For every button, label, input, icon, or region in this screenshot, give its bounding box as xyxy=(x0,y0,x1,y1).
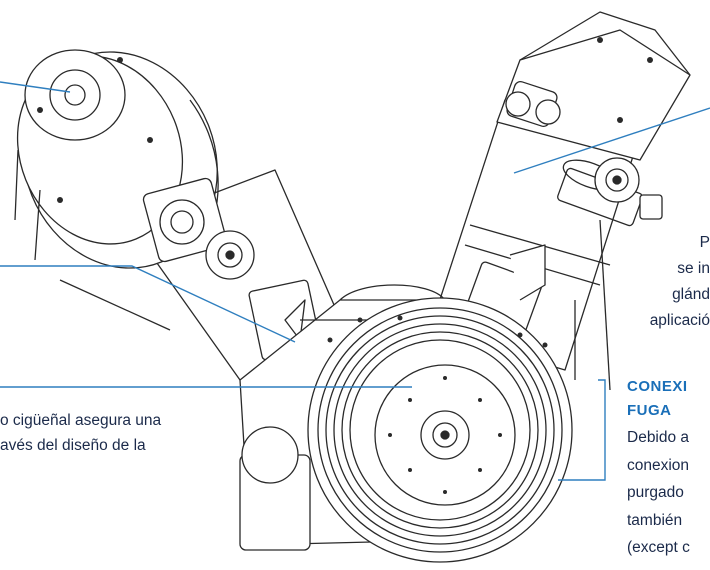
leak-heading-line2: FUGA xyxy=(627,402,672,419)
pulley xyxy=(307,297,573,563)
callout-line-body xyxy=(0,265,296,343)
leak-body-line3: purgado xyxy=(627,484,684,501)
left-cylinder xyxy=(14,49,346,381)
callout-line-right xyxy=(513,107,710,174)
leak-body-line2: conexion xyxy=(627,457,690,474)
leak-body-line1: Debido a xyxy=(627,429,690,446)
crankshaft-text-line1: o cigüeñal asegura una xyxy=(0,412,162,429)
right-text-line3: glánd xyxy=(672,286,710,303)
right-cylinder xyxy=(429,11,691,391)
right-text-line4: aplicació xyxy=(649,312,710,329)
callout-lines xyxy=(0,81,710,481)
callout-line-head xyxy=(0,81,71,93)
leak-body-line5: (except c xyxy=(627,539,690,556)
right-text-line2: se in xyxy=(677,260,710,277)
callout-line-leak xyxy=(558,379,606,481)
right-text-line1: P xyxy=(699,234,710,251)
leak-body-line4: también xyxy=(627,512,683,529)
crankshaft-text-line2: avés del diseño de la xyxy=(0,437,146,454)
leak-heading-line1: CONEXI xyxy=(627,378,688,395)
